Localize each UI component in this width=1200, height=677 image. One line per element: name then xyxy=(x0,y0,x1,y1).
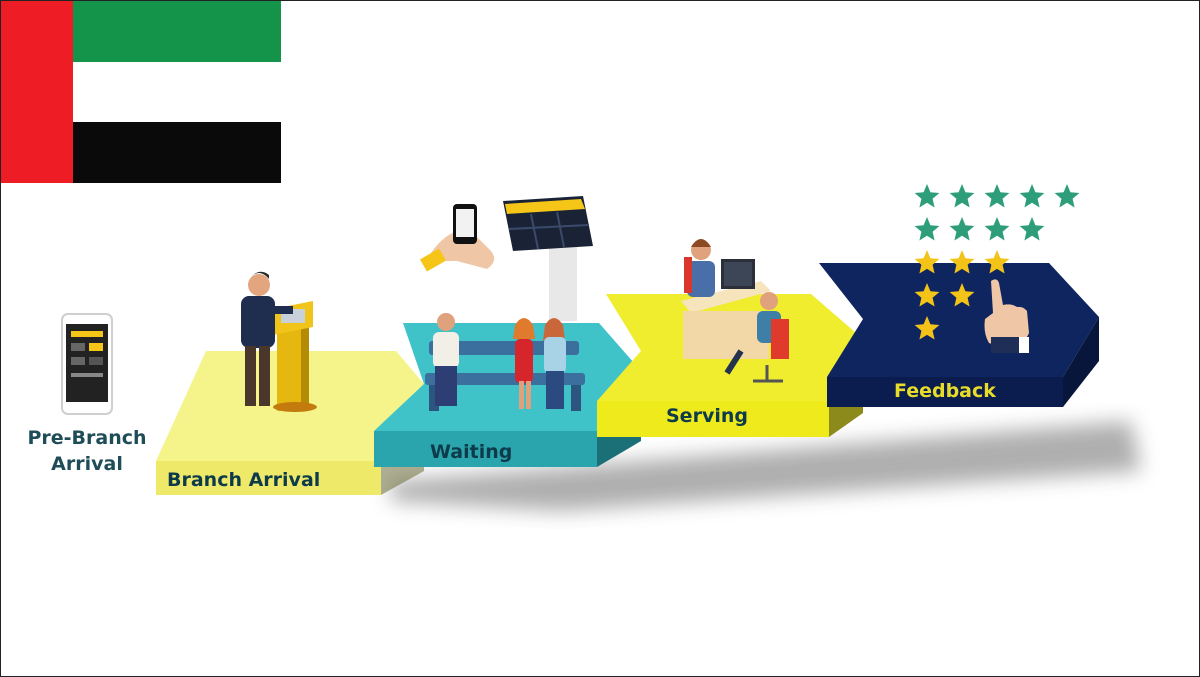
service-desk-icon xyxy=(681,259,771,359)
ticket-kiosk-icon xyxy=(273,301,317,412)
smartphone-icon xyxy=(61,313,113,415)
rating-star-icon xyxy=(984,217,1010,241)
rating-star-icon xyxy=(949,283,975,307)
rating-stars-icon xyxy=(914,184,1080,340)
rating-star-icon xyxy=(914,217,940,241)
waiting-side xyxy=(374,431,597,467)
visitor-person-icon xyxy=(241,271,293,406)
waiting-man-icon xyxy=(433,313,459,406)
rating-star-icon xyxy=(1019,217,1045,241)
rating-star-icon xyxy=(949,217,975,241)
rating-star-icon xyxy=(1019,184,1045,208)
feedback-top xyxy=(819,263,1099,377)
rating-star-icon xyxy=(914,316,940,340)
waiting-woman-blue-icon xyxy=(543,318,566,409)
staff-agent-icon xyxy=(684,239,715,297)
stage-label-feedback: Feedback xyxy=(894,380,996,402)
stage-label-branch-arrival: Branch Arrival xyxy=(167,469,321,491)
platform-shadow xyxy=(391,421,1141,511)
uae-flag xyxy=(1,1,281,183)
customer-seated-icon xyxy=(724,292,789,383)
waiting-woman-red-icon xyxy=(513,318,535,409)
rating-star-icon xyxy=(984,250,1010,274)
stage-label-pre-branch-arrival: Pre-Branch Arrival xyxy=(27,427,147,475)
flag-green-band xyxy=(73,1,281,62)
branch-arrival-side xyxy=(156,461,381,495)
rating-star-icon xyxy=(914,184,940,208)
feedback-end xyxy=(1063,317,1099,407)
rating-star-icon xyxy=(1054,184,1080,208)
stage-label-waiting: Waiting xyxy=(430,441,513,463)
rating-star-icon xyxy=(984,184,1010,208)
rating-star-icon xyxy=(949,250,975,274)
waiting-bench-icon xyxy=(425,341,585,411)
feedback-side xyxy=(827,377,1063,407)
queue-display-board-icon xyxy=(503,196,593,321)
hand-phone-icon xyxy=(419,204,495,272)
flag-black-band xyxy=(73,122,281,183)
serving-side xyxy=(597,401,829,437)
flag-red-band xyxy=(1,1,73,183)
flag-white-band xyxy=(73,62,281,122)
stage-label-serving: Serving xyxy=(666,405,748,427)
rating-star-icon xyxy=(949,184,975,208)
rating-star-icon xyxy=(914,250,940,274)
pointing-hand-icon xyxy=(984,279,1029,353)
rating-star-icon xyxy=(914,283,940,307)
